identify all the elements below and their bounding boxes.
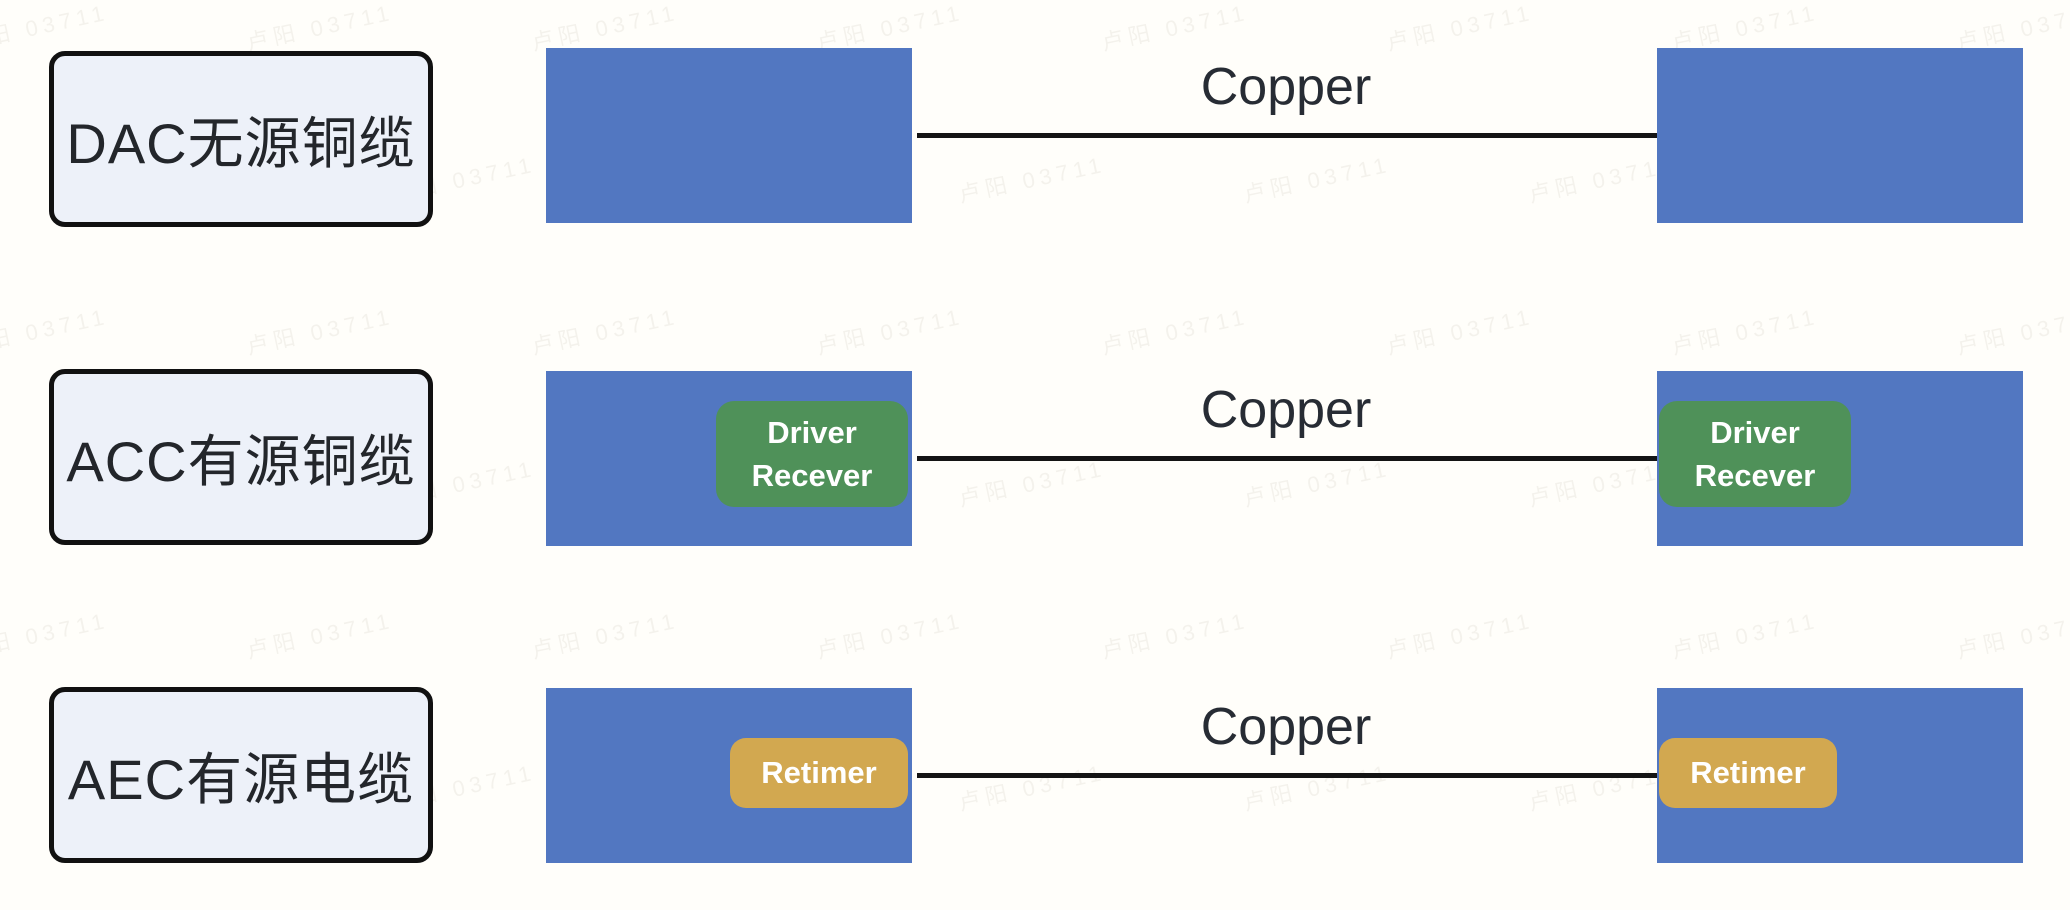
row-acc: ACC有源铜缆 Driver Recever Copper Driver Rec… bbox=[0, 369, 2070, 546]
acc-connector-left: Driver Recever bbox=[546, 371, 912, 546]
acc-copper-label: Copper bbox=[1200, 381, 1372, 439]
cable-type-box-acc: ACC有源铜缆 bbox=[49, 369, 433, 545]
acc-copper-line bbox=[917, 456, 1657, 461]
watermark-text: 卢阳 03711 bbox=[1954, 607, 2070, 664]
watermark-text: 卢阳 03711 bbox=[1384, 303, 1536, 360]
watermark-text: 卢阳 03711 bbox=[1384, 607, 1536, 664]
watermark-text: 卢阳 03711 bbox=[0, 607, 111, 664]
cable-type-label-aec: AEC有源电缆 bbox=[67, 747, 415, 811]
recever-label: Recever bbox=[751, 458, 873, 493]
watermark-text: 卢阳 03711 bbox=[1099, 303, 1251, 360]
acc-connector-right: Driver Recever bbox=[1657, 371, 2023, 546]
watermark-text: 卢阳 03711 bbox=[1669, 607, 1821, 664]
watermark-text: 卢阳 03711 bbox=[0, 303, 111, 360]
watermark-text: 卢阳 03711 bbox=[1669, 303, 1821, 360]
retimer-chip-left: Retimer bbox=[730, 738, 908, 808]
dac-copper-line bbox=[917, 133, 1657, 138]
watermark-text: 卢阳 03711 bbox=[1099, 607, 1251, 664]
cable-type-label-dac: DAC无源铜缆 bbox=[66, 111, 416, 175]
dac-copper-label: Copper bbox=[1200, 58, 1372, 116]
retimer-label: Retimer bbox=[1690, 755, 1806, 790]
row-dac: DAC无源铜缆 Copper bbox=[0, 48, 2070, 227]
recever-label: Recever bbox=[1694, 458, 1816, 493]
driver-label: Driver bbox=[1710, 415, 1800, 450]
aec-connector-right: Retimer bbox=[1657, 688, 2023, 863]
cable-type-box-aec: AEC有源电缆 bbox=[49, 687, 433, 863]
dac-connector-right bbox=[1657, 48, 2023, 223]
watermark-text: 卢阳 03711 bbox=[529, 607, 681, 664]
watermark-text: 卢阳 03711 bbox=[244, 303, 396, 360]
retimer-label: Retimer bbox=[761, 755, 877, 790]
driver-recever-chip-left: Driver Recever bbox=[716, 401, 908, 507]
driver-label: Driver bbox=[767, 415, 857, 450]
watermark-text: 卢阳 03711 bbox=[814, 607, 966, 664]
driver-recever-chip-right: Driver Recever bbox=[1659, 401, 1851, 507]
dac-connector-left bbox=[546, 48, 912, 223]
watermark-text: 卢阳 03711 bbox=[244, 607, 396, 664]
cable-type-label-acc: ACC有源铜缆 bbox=[66, 429, 416, 493]
row-aec: AEC有源电缆 Retimer Copper Retimer bbox=[0, 687, 2070, 863]
aec-copper-label: Copper bbox=[1200, 698, 1372, 756]
retimer-chip-right: Retimer bbox=[1659, 738, 1837, 808]
watermark-text: 卢阳 03711 bbox=[814, 303, 966, 360]
watermark-text: 卢阳 03711 bbox=[529, 303, 681, 360]
aec-connector-left: Retimer bbox=[546, 688, 912, 863]
aec-copper-line bbox=[917, 773, 1657, 778]
cable-type-box-dac: DAC无源铜缆 bbox=[49, 51, 433, 227]
watermark-text: 卢阳 03711 bbox=[1954, 303, 2070, 360]
